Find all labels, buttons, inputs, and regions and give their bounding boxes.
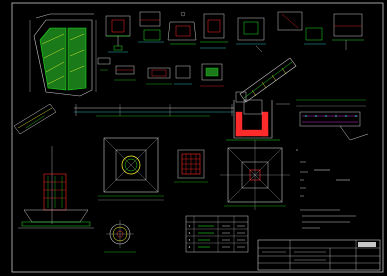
schedule-row-2-no: 2 (189, 231, 191, 235)
detail-section-d (200, 13, 228, 49)
beam-detail-5 (200, 63, 224, 87)
detail-section-b (138, 11, 164, 43)
detail-section-e (236, 17, 266, 53)
beam-reinforcement-right (296, 99, 369, 141)
detail-section-f (277, 11, 326, 45)
beam-detail-3 (146, 67, 172, 85)
column-elevation (18, 146, 94, 229)
drawing-frame (11, 2, 384, 273)
title-block (257, 239, 381, 271)
channel-section-red (226, 99, 290, 141)
foundation-plan-square (220, 140, 290, 210)
beam-detail-1 (97, 57, 111, 71)
rebar-grid-plan (174, 149, 208, 183)
detail-section-a (105, 15, 131, 53)
detail-section-g (332, 13, 364, 50)
schedule-row-1-no: 1 (189, 224, 191, 228)
pile-section-circle (104, 220, 136, 253)
long-beam-elevation (74, 104, 234, 117)
schedule-row-4-no: 4 (189, 245, 191, 249)
inclined-chute-elevation (235, 57, 297, 103)
beam-detail-4 (174, 65, 192, 85)
schedule-row-3-no: 3 (189, 238, 191, 242)
beam-detail-2 (114, 65, 136, 81)
chute-section-view (29, 13, 97, 97)
detail-section-c (167, 11, 197, 45)
foundation-plan-circle (98, 137, 164, 201)
inclined-chute-left (13, 103, 57, 135)
general-notes (296, 149, 356, 229)
rebar-schedule-table: 1 2 3 4 (185, 215, 249, 253)
